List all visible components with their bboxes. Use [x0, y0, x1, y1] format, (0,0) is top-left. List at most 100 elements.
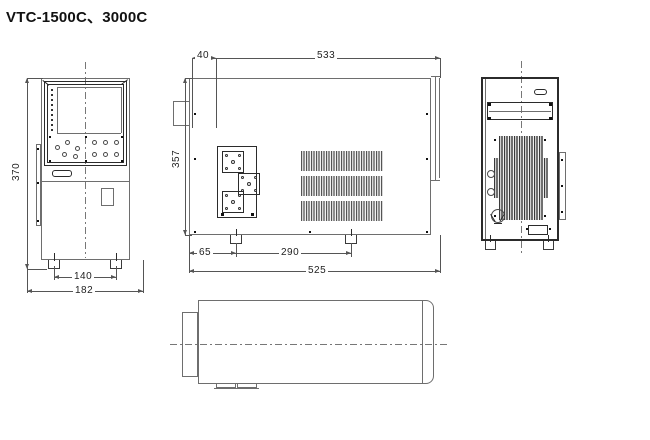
dim-140-label: 140 — [72, 271, 95, 282]
softkey-dot[interactable] — [51, 129, 53, 131]
front-handle-slot[interactable] — [52, 170, 72, 177]
front-view: 370 140 182 — [0, 60, 170, 296]
dim-40-arrow-left — [192, 56, 197, 60]
dim-370-witness-top — [27, 78, 43, 79]
dim-370-label: 370 — [11, 160, 22, 183]
panel-screw — [121, 136, 123, 138]
rear-body-inner-left — [485, 79, 486, 239]
rear-vent-row — [494, 178, 548, 198]
dim-290-arrow-right — [346, 251, 351, 255]
top-body-left — [198, 300, 199, 383]
dim-140-arrow-right — [111, 275, 116, 279]
rear-bottom-connector[interactable] — [528, 225, 548, 235]
control-button[interactable] — [92, 152, 97, 157]
dim-370-arrow-top — [25, 78, 29, 83]
dim-525-witness-right — [440, 235, 441, 273]
rear-foot-left-stem — [490, 235, 491, 242]
softkey-dot[interactable] — [51, 104, 53, 106]
rear-port[interactable] — [487, 188, 495, 196]
handle-bolt — [549, 103, 552, 106]
strip-screw — [561, 185, 563, 187]
dim-40-witness-right — [216, 58, 217, 128]
rear-oval-connector[interactable] — [534, 89, 547, 95]
top-body-right-inner — [422, 300, 423, 383]
rear-handle-bar[interactable] — [487, 102, 553, 120]
hinge-screw — [37, 148, 39, 150]
mounting-plate — [222, 191, 244, 213]
body-screw — [194, 231, 196, 233]
vent-screw — [494, 139, 496, 141]
softkey-dot[interactable] — [51, 114, 53, 116]
rear-handle-inner-line — [489, 111, 551, 112]
dim-525-arrow-left — [189, 269, 194, 273]
softkey-dot[interactable] — [51, 94, 53, 96]
hinge-screw — [37, 182, 39, 184]
panel-screw — [85, 136, 87, 138]
control-knob[interactable] — [62, 152, 67, 157]
control-knob[interactable] — [65, 140, 70, 145]
rear-foot-left — [485, 241, 496, 250]
dim-65-arrow-left — [189, 251, 194, 255]
handle-bolt — [488, 103, 491, 106]
dim-357-arrow-bottom — [183, 230, 187, 235]
softkey-dot[interactable] — [51, 124, 53, 126]
dim-65-witness-left — [189, 235, 190, 257]
control-button[interactable] — [114, 140, 119, 145]
front-foot-left-stem — [54, 253, 55, 261]
side-foot-right-stem — [351, 229, 352, 236]
softkey-dot[interactable] — [51, 99, 53, 101]
side-foot-left-stem — [236, 229, 237, 236]
mounting-plate — [222, 151, 244, 173]
dim-357-label: 357 — [171, 147, 182, 170]
plate-hole — [241, 176, 244, 179]
dim-525-arrow-right — [435, 269, 440, 273]
side-door-edge-1 — [435, 76, 436, 180]
rear-view — [455, 55, 650, 285]
panel-screw — [49, 160, 51, 162]
fan-bracket-base — [494, 223, 502, 224]
connector-screw — [526, 228, 528, 230]
plate-center-hole — [231, 200, 235, 204]
control-button[interactable] — [92, 140, 97, 145]
panel-screw — [85, 160, 87, 162]
side-view: 40 533 357 65 290 525 — [170, 45, 460, 285]
top-foot-tab-left — [216, 383, 236, 388]
softkey-dot[interactable] — [51, 109, 53, 111]
bracket-bolt — [221, 213, 224, 216]
control-button[interactable] — [103, 140, 108, 145]
body-screw — [426, 158, 428, 160]
rear-vent-row — [494, 158, 548, 178]
front-access-panel[interactable] — [101, 188, 114, 206]
softkey-dot[interactable] — [51, 89, 53, 91]
front-cabinet-outline — [41, 78, 130, 260]
dim-40-arrow-right — [211, 56, 216, 60]
plate-center-hole — [231, 160, 235, 164]
control-button[interactable] — [114, 152, 119, 157]
rear-foot-right-stem — [548, 235, 549, 242]
dim-533-witness-right — [440, 58, 441, 78]
rear-vent-row — [499, 198, 543, 220]
side-door-edge-bottom — [431, 180, 440, 181]
top-connector-block — [182, 312, 198, 377]
rear-port[interactable] — [487, 170, 495, 178]
dim-357-witness-top — [185, 78, 192, 79]
softkey-dot[interactable] — [51, 119, 53, 121]
top-body-bottom — [198, 383, 426, 384]
dim-140-witness-left — [54, 266, 55, 280]
control-knob[interactable] — [73, 154, 78, 159]
dim-140-arrow-left — [54, 275, 59, 279]
control-knob[interactable] — [55, 145, 60, 150]
plate-hole — [225, 194, 228, 197]
front-screen-top — [57, 87, 121, 88]
plate-hole — [225, 167, 228, 170]
top-foot-base-line — [214, 388, 259, 389]
control-knob[interactable] — [75, 146, 80, 151]
dim-182-arrow-left — [27, 289, 32, 293]
dim-370-witness-bottom — [27, 269, 47, 270]
rear-vent-row — [499, 136, 543, 158]
front-screen-bottom — [57, 133, 121, 134]
side-vent-row — [301, 201, 383, 221]
dim-533-label: 533 — [315, 50, 338, 61]
dim-182-witness-left — [27, 269, 28, 293]
control-button[interactable] — [103, 152, 108, 157]
